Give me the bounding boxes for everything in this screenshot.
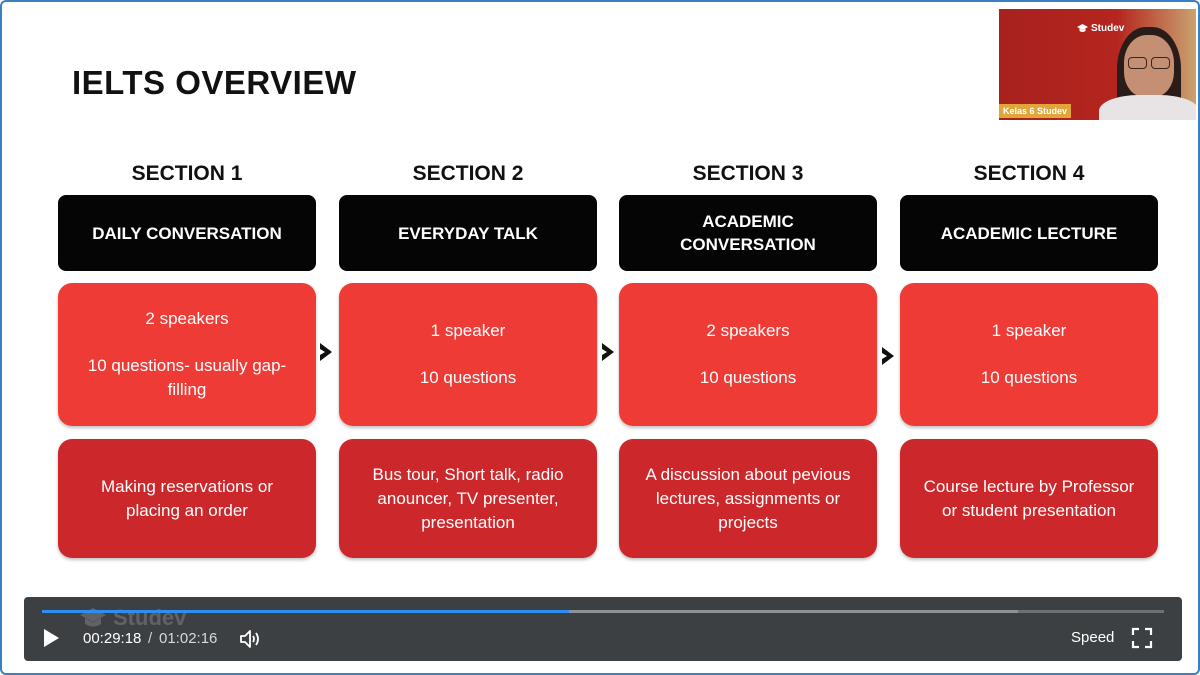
- chevron-right-icon: [878, 346, 898, 366]
- section-label: SECTION 2: [412, 162, 524, 185]
- section-details-box: 1 speaker 10 questions: [339, 283, 597, 426]
- speakers-text: 2 speakers: [706, 321, 790, 340]
- total-time: 01:02:16: [159, 630, 218, 647]
- section-header-box: ACADEMIC LECTURE: [900, 195, 1158, 271]
- questions-text: 10 questions: [419, 368, 517, 387]
- presenter-face: [1124, 35, 1174, 97]
- webcam-logo: Studev: [1077, 23, 1124, 34]
- webcam-brand: Studev: [1091, 23, 1125, 34]
- graduation-cap-icon: [1077, 24, 1088, 32]
- section-label: SECTION 1: [131, 162, 243, 185]
- speed-button[interactable]: Speed: [1071, 629, 1115, 646]
- glasses-icon: [1128, 57, 1172, 69]
- section-details-box: 1 speaker 10 questions: [900, 283, 1158, 426]
- play-icon: [44, 629, 59, 647]
- fullscreen-button[interactable]: [1131, 627, 1153, 649]
- questions-text: 10 questions- usually gap-filling: [87, 356, 287, 399]
- questions-text: 10 questions: [980, 368, 1078, 387]
- section-header-box: DAILY CONVERSATION: [58, 195, 316, 271]
- chevron-right-icon: [598, 342, 618, 362]
- section-column-2: SECTION 2 EVERYDAY TALK 1 speaker 10 que…: [339, 157, 597, 558]
- current-time: 00:29:18: [83, 630, 142, 647]
- volume-icon: [240, 630, 259, 648]
- time-separator: /: [148, 630, 153, 647]
- section-header-box: ACADEMIC CONVERSATION: [619, 195, 877, 271]
- chevron-right-icon: [316, 342, 336, 362]
- fullscreen-icon: [1131, 627, 1153, 649]
- section-examples-box: Course lecture by Professor or student p…: [900, 439, 1158, 558]
- section-column-3: SECTION 3 ACADEMIC CONVERSATION 2 speake…: [619, 157, 877, 558]
- studev-watermark: Studev: [79, 605, 186, 631]
- progress-bar[interactable]: [42, 610, 1164, 613]
- presenter-body: [1099, 95, 1196, 120]
- speakers-text: 1 speaker: [430, 321, 506, 340]
- play-button[interactable]: [40, 627, 62, 649]
- progress-fill: [42, 610, 570, 613]
- speakers-text: 2 speakers: [145, 309, 229, 328]
- section-details-box: 2 speakers 10 questions- usually gap-fil…: [58, 283, 316, 426]
- section-label: SECTION 4: [973, 162, 1085, 185]
- section-header-box: EVERYDAY TALK: [339, 195, 597, 271]
- section-column-4: SECTION 4 ACADEMIC LECTURE 1 speaker 10 …: [900, 157, 1158, 558]
- section-details-box: 2 speakers 10 questions: [619, 283, 877, 426]
- slide-title: IELTS OVERVIEW: [72, 64, 357, 101]
- questions-text: 10 questions: [699, 368, 797, 387]
- webcam-overlay: Studev Kelas 6 Studev: [999, 9, 1196, 120]
- video-player-controls: Studev 00:29:18 / 01:02:16 Speed: [24, 597, 1182, 661]
- section-examples-box: Bus tour, Short talk, radio anouncer, TV…: [339, 439, 597, 558]
- section-column-1: SECTION 1 DAILY CONVERSATION 2 speakers …: [58, 157, 316, 558]
- volume-button[interactable]: [239, 628, 263, 650]
- speakers-text: 1 speaker: [991, 321, 1067, 340]
- section-label: SECTION 3: [692, 162, 804, 185]
- webcam-name-tag: Kelas 6 Studev: [999, 104, 1072, 118]
- section-examples-box: Making reservations or placing an order: [58, 439, 316, 558]
- section-examples-box: A discussion about pevious lectures, ass…: [619, 439, 877, 558]
